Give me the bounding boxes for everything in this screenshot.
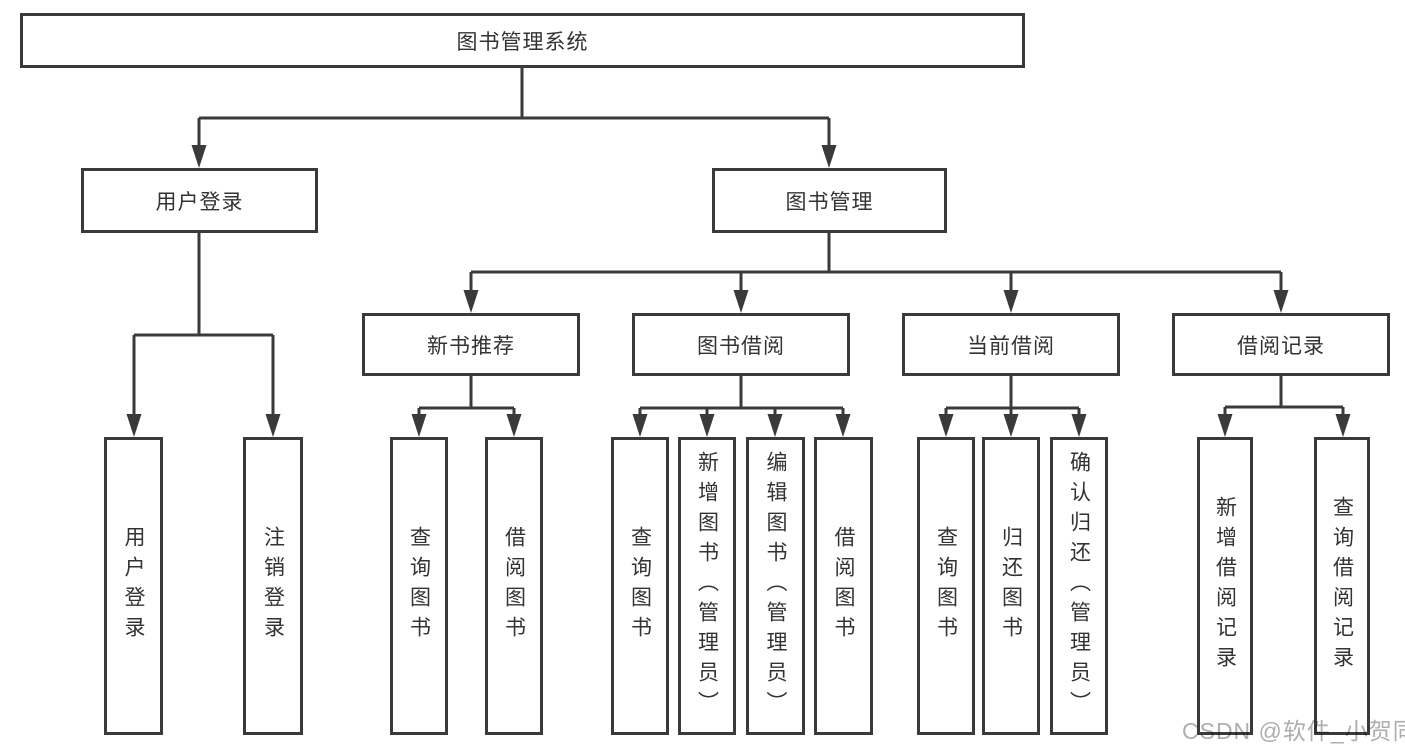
leaf-confirm-return-admin-label: 确认归还（管理员） (1067, 451, 1091, 721)
node-book-borrow-label: 图书借阅 (697, 334, 785, 358)
arrowhead (506, 414, 522, 437)
connector-recommend (417, 376, 516, 416)
leaf-add-book-admin: 新增图书（管理员） (678, 437, 736, 735)
arrowhead (835, 414, 851, 437)
leaf-borrow-query-books: 查询图书 (611, 437, 669, 735)
leaf-return-book-label: 归还图书 (999, 526, 1023, 646)
connector-login (132, 233, 275, 416)
leaf-add-borrow-record: 新增借阅记录 (1197, 437, 1253, 735)
connector-root (197, 68, 831, 147)
leaf-user-login: 用户登录 (104, 437, 163, 735)
node-management: 图书管理 (712, 168, 947, 233)
node-management-label: 图书管理 (785, 190, 874, 214)
arrowhead (191, 145, 207, 168)
leaf-recommend-borrow-books: 借阅图书 (485, 437, 543, 735)
connector-records (1223, 376, 1345, 416)
leaf-query-borrow-record-label: 查询借阅记录 (1330, 496, 1354, 676)
leaf-logout: 注销登录 (243, 437, 303, 735)
connector-borrow (638, 376, 845, 416)
leaf-current-query-books-label: 查询图书 (934, 526, 958, 646)
leaf-add-borrow-record-label: 新增借阅记录 (1213, 496, 1237, 676)
connector-management (469, 233, 1283, 292)
arrowhead (733, 290, 749, 313)
node-borrow-records: 借阅记录 (1172, 313, 1390, 376)
node-borrow-records-label: 借阅记录 (1237, 334, 1325, 358)
node-root: 图书管理系统 (20, 13, 1025, 68)
arrowhead (126, 414, 142, 437)
node-new-book-recommend-label: 新书推荐 (427, 334, 515, 358)
leaf-add-book-admin-label: 新增图书（管理员） (695, 451, 719, 721)
leaf-edit-book-admin: 编辑图书（管理员） (746, 437, 805, 735)
arrowhead (463, 290, 479, 313)
leaf-current-query-books: 查询图书 (917, 437, 975, 735)
leaf-confirm-return-admin: 确认归还（管理员） (1050, 437, 1108, 735)
leaf-return-book: 归还图书 (982, 437, 1040, 735)
node-current-borrow: 当前借阅 (902, 313, 1120, 376)
node-root-label: 图书管理系统 (456, 30, 589, 54)
arrowhead (1071, 414, 1087, 437)
node-book-borrow: 图书借阅 (632, 313, 850, 376)
arrowhead (821, 145, 837, 168)
arrowhead (767, 414, 783, 437)
arrowhead (1003, 290, 1019, 313)
leaf-borrow-books-label: 借阅图书 (832, 526, 855, 646)
node-current-borrow-label: 当前借阅 (967, 334, 1055, 358)
watermark: CSDN @软件_小贺同学 (1182, 718, 1405, 744)
arrowhead (1003, 414, 1019, 437)
leaf-borrow-query-books-label: 查询图书 (628, 526, 652, 646)
leaf-query-borrow-record: 查询借阅记录 (1314, 437, 1370, 735)
arrowhead (938, 414, 954, 437)
node-new-book-recommend: 新书推荐 (362, 313, 580, 376)
node-login-label: 用户登录 (155, 190, 244, 214)
leaf-edit-book-admin-label: 编辑图书（管理员） (764, 451, 787, 721)
leaf-recommend-borrow-books-label: 借阅图书 (502, 526, 526, 646)
arrowhead (699, 414, 715, 437)
connector-current (944, 376, 1081, 416)
leaf-recommend-query-books: 查询图书 (390, 437, 448, 735)
leaf-recommend-query-books-label: 查询图书 (407, 526, 431, 646)
node-login: 用户登录 (81, 168, 318, 233)
arrowhead (1335, 414, 1351, 437)
arrowhead (411, 414, 427, 437)
leaf-user-login-label: 用户登录 (122, 526, 145, 646)
arrowhead (1217, 414, 1233, 437)
arrowhead (1273, 290, 1289, 313)
arrowhead (632, 414, 648, 437)
leaf-borrow-books: 借阅图书 (814, 437, 873, 735)
arrowhead (265, 414, 281, 437)
leaf-logout-label: 注销登录 (261, 526, 285, 646)
